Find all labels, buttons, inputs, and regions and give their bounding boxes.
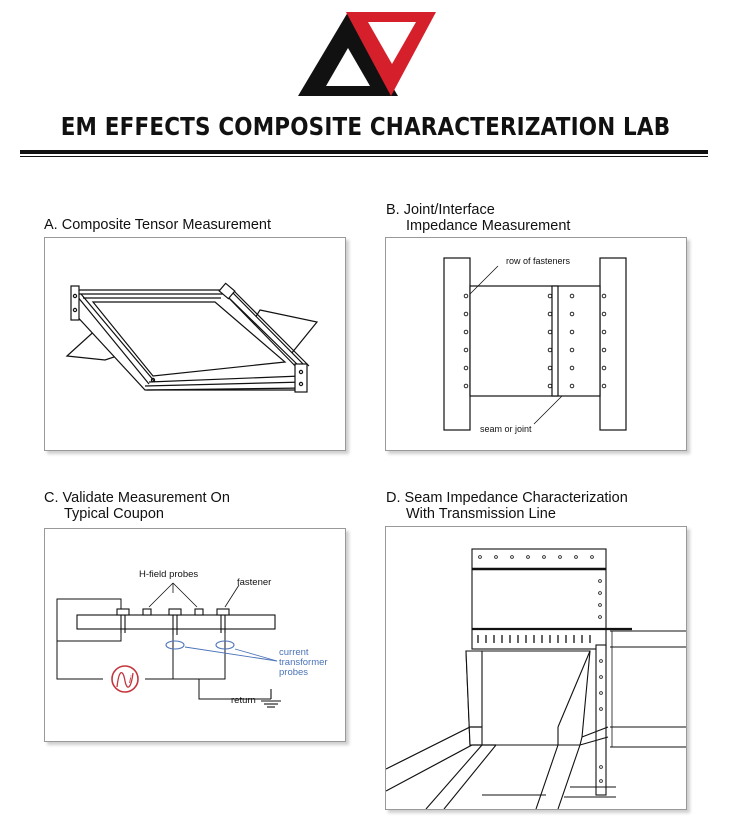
upper-plate bbox=[471, 548, 607, 650]
panel-a-figure bbox=[44, 237, 346, 451]
logo-black-triangle-inner bbox=[326, 48, 370, 86]
panel-b-title: B. Joint/Interface Impedance Measurement bbox=[386, 202, 570, 234]
panel-c-figure: H-field probes fastener return i current… bbox=[44, 528, 346, 742]
panel-b-title-line1: B. Joint/Interface bbox=[386, 202, 495, 218]
lower-plate bbox=[595, 644, 607, 796]
left-clamp-bar bbox=[443, 257, 471, 431]
tensor-fixture-drawing bbox=[65, 282, 319, 393]
h-field-probe-right bbox=[194, 608, 204, 616]
seam-fastener-row bbox=[477, 635, 591, 643]
transmission-line-face bbox=[465, 650, 483, 746]
right-panel bbox=[551, 285, 601, 397]
panel-d-title: D. Seam Impedance Characterization With … bbox=[386, 490, 628, 522]
panel-b-figure: row of fasteners seam or joint bbox=[385, 237, 687, 451]
label-return: return bbox=[231, 695, 256, 706]
fastener-right bbox=[216, 608, 230, 616]
label-h-field-probes: H-field probes bbox=[139, 569, 198, 580]
h-field-probe-left bbox=[142, 608, 152, 616]
coupon-validation-drawing: H-field probes fastener return i current… bbox=[56, 569, 328, 708]
title-rule-thin bbox=[20, 156, 708, 157]
panel-d-title-line1: D. Seam Impedance Characterization bbox=[386, 490, 628, 506]
panel-d-figure bbox=[385, 526, 687, 810]
panel-c-title-line2: Typical Coupon bbox=[64, 506, 164, 522]
label-ct-line1: current bbox=[279, 647, 309, 658]
fastener-left bbox=[116, 608, 130, 616]
panel-d-title-line2: With Transmission Line bbox=[406, 506, 556, 522]
logo-red-triangle-inner bbox=[368, 22, 416, 64]
label-ct-line3: probes bbox=[279, 667, 308, 678]
label-ct-line2: transformer bbox=[279, 657, 328, 668]
fastener-middle bbox=[168, 608, 182, 616]
left-panel bbox=[469, 285, 559, 397]
ct-probe-right bbox=[215, 640, 235, 650]
label-row-of-fasteners: row of fasteners bbox=[506, 256, 571, 266]
panel-b-title-line2: Impedance Measurement bbox=[406, 218, 571, 234]
triangle-logo bbox=[298, 12, 436, 96]
label-fastener: fastener bbox=[237, 577, 271, 588]
label-seam-or-joint: seam or joint bbox=[480, 424, 532, 434]
panel-c-title-line1: C. Validate Measurement On bbox=[44, 490, 230, 506]
ct-probe-left bbox=[165, 640, 185, 650]
title-rule-thick bbox=[20, 150, 708, 154]
right-clamp-bar bbox=[599, 257, 627, 431]
frame-inner bbox=[91, 301, 287, 377]
fastener-holes bbox=[463, 293, 607, 389]
transmission-line-drawing bbox=[386, 548, 686, 809]
page-title: EM EFFECTS COMPOSITE CHARACTERIZATION LA… bbox=[60, 112, 671, 141]
panel-c-title: C. Validate Measurement On Typical Coupo… bbox=[44, 490, 230, 522]
coupon-strip bbox=[76, 614, 276, 630]
panel-a-title-line1: A. Composite Tensor Measurement bbox=[44, 217, 272, 233]
transmission-line-box bbox=[465, 650, 591, 746]
panel-a-title: A. Composite Tensor Measurement bbox=[44, 217, 271, 233]
joint-impedance-drawing: row of fasteners seam or joint bbox=[443, 256, 627, 434]
current-source-symbol: i bbox=[129, 675, 132, 686]
